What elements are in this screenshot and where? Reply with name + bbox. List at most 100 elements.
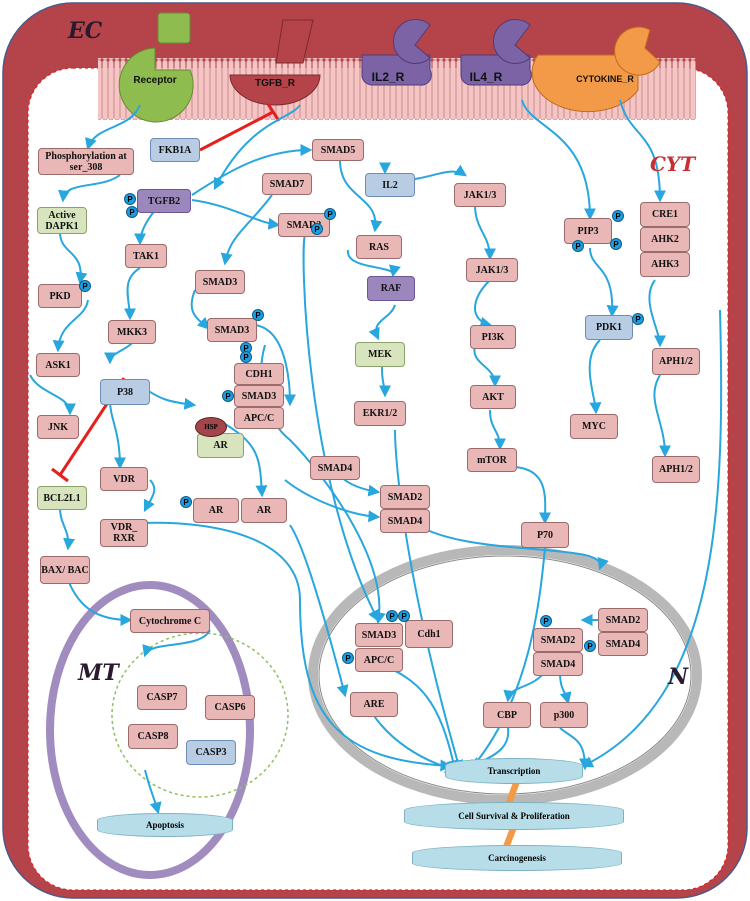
phospho-marker: P: [222, 390, 234, 402]
node-transcription[interactable]: Transcription: [445, 758, 583, 784]
node-p38[interactable]: P38: [100, 379, 150, 405]
node-smad4-n1[interactable]: SMAD4: [598, 632, 648, 656]
node-pkd[interactable]: PKD: [38, 284, 82, 308]
node-smad2-mid[interactable]: SMAD2: [380, 485, 430, 509]
node-smad4-n2[interactable]: SMAD4: [533, 652, 583, 676]
node-il2[interactable]: IL2: [365, 173, 415, 197]
mitochondrion-inner: [111, 632, 289, 798]
cytokine-receptor-shape: [531, 26, 661, 113]
node-smad3-a[interactable]: SMAD3: [195, 270, 245, 294]
node-tak1[interactable]: TAK1: [125, 244, 167, 268]
node-mtor[interactable]: mTOR: [467, 448, 517, 472]
node-tgfb2[interactable]: TGFB2: [137, 189, 191, 213]
node-jak13-b[interactable]: JAK1/3: [466, 258, 518, 282]
node-mek[interactable]: MEK: [355, 342, 405, 367]
nucleus-inner: [318, 555, 692, 795]
node-carcinogenesis[interactable]: Carcinogenesis: [412, 845, 622, 871]
il2-receptor-label: IL2_R: [371, 70, 405, 84]
node-ahk3[interactable]: AHK3: [640, 252, 690, 277]
node-smad3-n[interactable]: SMAD3: [355, 623, 403, 647]
node-ekr12[interactable]: EKR1/2: [354, 401, 406, 426]
node-apoptosis[interactable]: Apoptosis: [97, 813, 233, 837]
phospho-marker: P: [124, 193, 136, 205]
node-myc[interactable]: MYC: [570, 414, 618, 439]
node-vdr-rxr[interactable]: VDR_ RXR: [100, 519, 148, 547]
phospho-marker: P: [252, 309, 264, 321]
node-fkb1a[interactable]: FKB1A: [150, 138, 200, 162]
node-aph12-a[interactable]: APH1/2: [652, 348, 700, 375]
phospho-marker: P: [584, 640, 596, 652]
node-are[interactable]: ARE: [350, 692, 398, 717]
node-ar-2[interactable]: AR: [241, 498, 287, 523]
node-mkk3[interactable]: MKK3: [108, 320, 156, 344]
node-smad2-n2[interactable]: SMAD2: [533, 628, 583, 652]
node-ar-1[interactable]: AR: [193, 498, 239, 523]
phospho-marker: P: [79, 280, 91, 292]
node-apcc-n[interactable]: APC/C: [355, 648, 403, 672]
n-label: N: [668, 664, 689, 690]
il2-receptor-shape: [361, 19, 432, 86]
node-casp3[interactable]: CASP3: [186, 740, 236, 765]
node-p70[interactable]: P70: [521, 522, 569, 548]
node-cre1[interactable]: CRE1: [640, 202, 690, 227]
phospho-marker: P: [632, 313, 644, 325]
hsp-marker: HSP: [195, 417, 227, 437]
node-casp6[interactable]: CASP6: [205, 695, 255, 720]
node-vdr[interactable]: VDR: [100, 467, 148, 491]
node-ask1[interactable]: ASK1: [36, 353, 80, 377]
node-jnk[interactable]: JNK: [37, 415, 79, 439]
node-pip3[interactable]: PIP3: [564, 218, 612, 244]
node-smad4-a[interactable]: SMAD4: [310, 456, 360, 480]
node-cell-survival[interactable]: Cell Survival & Proliferation: [404, 802, 624, 830]
node-jak13-a[interactable]: JAK1/3: [454, 183, 506, 207]
cyt-label: CYT: [650, 152, 696, 176]
node-pi3k[interactable]: PI3K: [470, 325, 516, 349]
ec-label: EC: [68, 18, 103, 44]
phospho-marker: P: [240, 351, 252, 363]
node-cdh1-a[interactable]: CDH1: [234, 363, 284, 385]
receptor-label: Receptor: [133, 75, 177, 86]
cytokine-receptor-label: CYTOKINE_R: [576, 74, 634, 84]
node-pdk1[interactable]: PDK1: [585, 315, 633, 340]
mt-label: MT: [78, 660, 119, 686]
node-bax-bac[interactable]: BAX/ BAC: [40, 556, 90, 584]
phospho-marker: P: [180, 496, 192, 508]
node-apcc-a[interactable]: APC/C: [234, 407, 284, 429]
node-aph12-b[interactable]: APH1/2: [652, 456, 700, 483]
il4-receptor-label: IL4_R: [469, 70, 503, 84]
node-smad5[interactable]: SMAD5: [312, 139, 364, 161]
node-phosphorylation[interactable]: Phosphorylation at ser_308: [38, 148, 134, 175]
phospho-marker: P: [398, 610, 410, 622]
node-cdh1-n[interactable]: Cdh1: [405, 620, 453, 648]
node-smad3-b[interactable]: SMAD3: [207, 318, 257, 342]
phospho-marker: P: [342, 652, 354, 664]
phospho-marker: P: [386, 610, 398, 622]
node-bcl2l1[interactable]: BCL2L1: [37, 486, 87, 510]
node-cytochrome-c[interactable]: Cytochrome C: [130, 609, 210, 633]
node-ar-hsp[interactable]: AR: [197, 433, 244, 458]
node-smad7[interactable]: SMAD7: [262, 173, 312, 195]
node-active-dapk1[interactable]: Active DAPK1: [37, 207, 87, 234]
node-smad2-n1[interactable]: SMAD2: [598, 608, 648, 632]
node-cbp[interactable]: CBP: [483, 702, 531, 728]
phospho-marker: P: [610, 238, 622, 250]
node-raf[interactable]: RAF: [367, 276, 415, 301]
node-smad3-c[interactable]: SMAD3: [234, 385, 284, 407]
node-ras[interactable]: RAS: [356, 235, 402, 259]
node-ahk2[interactable]: AHK2: [640, 227, 690, 252]
node-smad4-mid[interactable]: SMAD4: [380, 509, 430, 533]
phospho-marker: P: [572, 240, 584, 252]
node-akt[interactable]: AKT: [470, 385, 516, 409]
phospho-marker: P: [311, 223, 323, 235]
node-casp7[interactable]: CASP7: [137, 685, 187, 710]
node-casp8[interactable]: CASP8: [128, 724, 178, 749]
mitochondrion: [46, 581, 254, 879]
arrows: [29, 99, 723, 815]
phospho-marker: P: [612, 210, 624, 222]
phospho-marker: P: [540, 615, 552, 627]
tgfb-receptor-shape: [229, 19, 321, 106]
node-p300[interactable]: p300: [540, 702, 588, 728]
nucleus: [308, 545, 702, 805]
